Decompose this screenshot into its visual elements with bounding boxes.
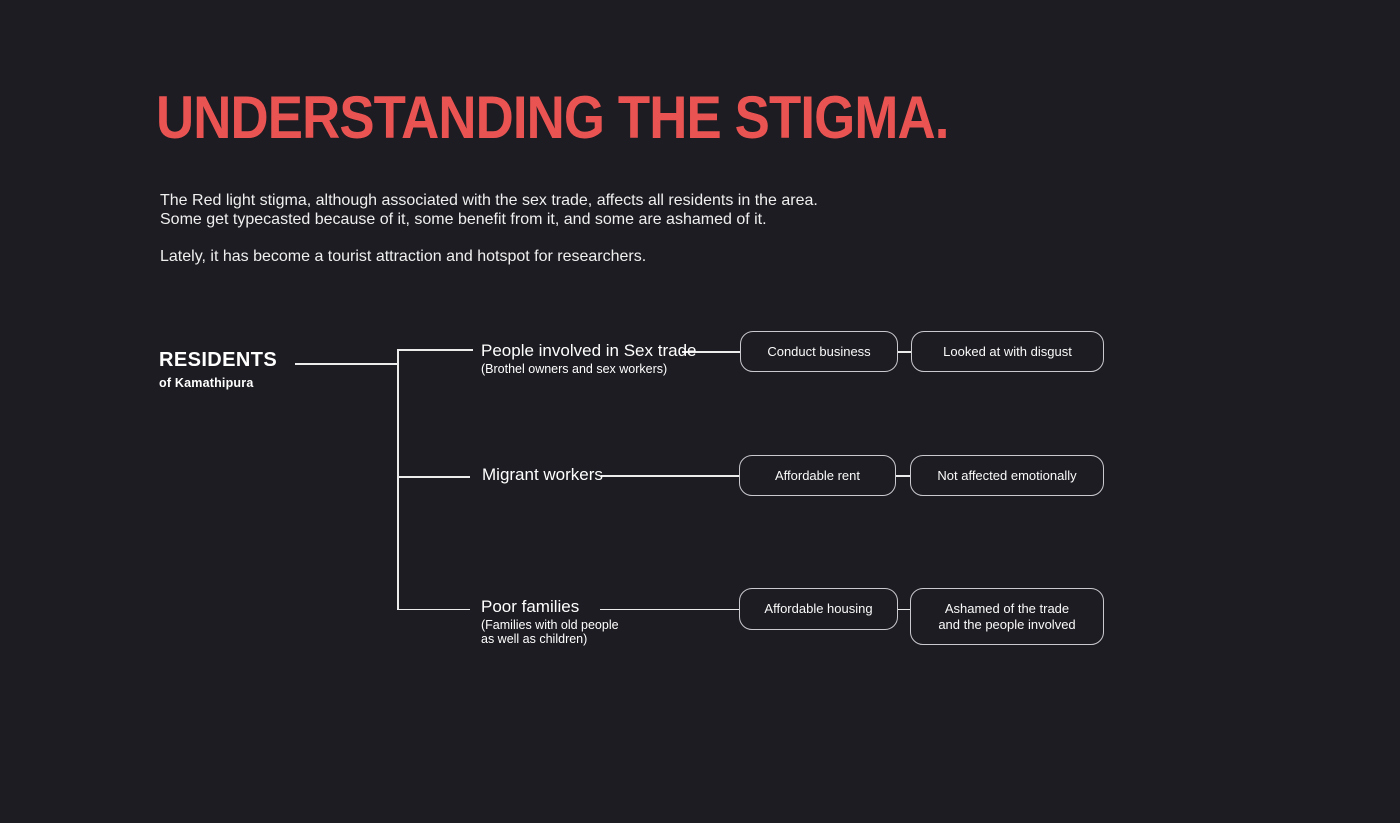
row3-box-link-line (897, 608, 910, 610)
branch-title: Migrant workers (482, 465, 603, 484)
branch3-line (397, 608, 470, 610)
tree-trunk-line (397, 349, 399, 610)
row1-box-link-line (897, 351, 912, 353)
intro-paragraph-1: The Red light stigma, although associate… (160, 191, 818, 229)
branch1-to-box-line (682, 351, 740, 353)
intro-line-1: The Red light stigma, although associate… (160, 192, 818, 209)
root-connector-line (295, 363, 398, 365)
tree-root-subtitle: of Kamathipura (159, 376, 254, 390)
branch-subtitle: (Families with old people as well as chi… (481, 618, 619, 646)
branch1-line (397, 349, 473, 351)
branch-label-sex-trade: People involved in Sex trade (Brothel ow… (481, 341, 696, 376)
intro-paragraph-2: Lately, it has become a tourist attracti… (160, 247, 646, 266)
node-looked-at-with-disgust: Looked at with disgust (911, 331, 1104, 372)
branch-label-poor-families: Poor families (Families with old people … (481, 597, 619, 646)
node-not-affected-emotionally: Not affected emotionally (910, 455, 1104, 496)
tree-root-label: RESIDENTS of Kamathipura (159, 349, 277, 390)
row2-box-link-line (896, 475, 911, 477)
tree-root-title: RESIDENTS (159, 349, 278, 371)
branch-subtitle: (Brothel owners and sex workers) (481, 362, 668, 376)
node-ashamed-of-trade: Ashamed of the trade and the people invo… (910, 588, 1104, 645)
node-affordable-housing: Affordable housing (739, 588, 898, 630)
branch-title: Poor families (481, 597, 580, 616)
branch-label-migrant-workers: Migrant workers (482, 465, 603, 484)
node-affordable-rent: Affordable rent (739, 455, 896, 496)
intro-line-3: Lately, it has become a tourist attracti… (160, 248, 647, 265)
page-title: UNDERSTANDING THE STIGMA. (156, 84, 949, 151)
branch2-line (397, 476, 470, 478)
branch-title: People involved in Sex trade (481, 341, 697, 360)
intro-line-2: Some get typecasted because of it, some … (160, 211, 767, 228)
branch3-to-box-line (600, 608, 739, 610)
node-conduct-business: Conduct business (740, 331, 898, 372)
branch2-to-box-line (601, 475, 739, 477)
